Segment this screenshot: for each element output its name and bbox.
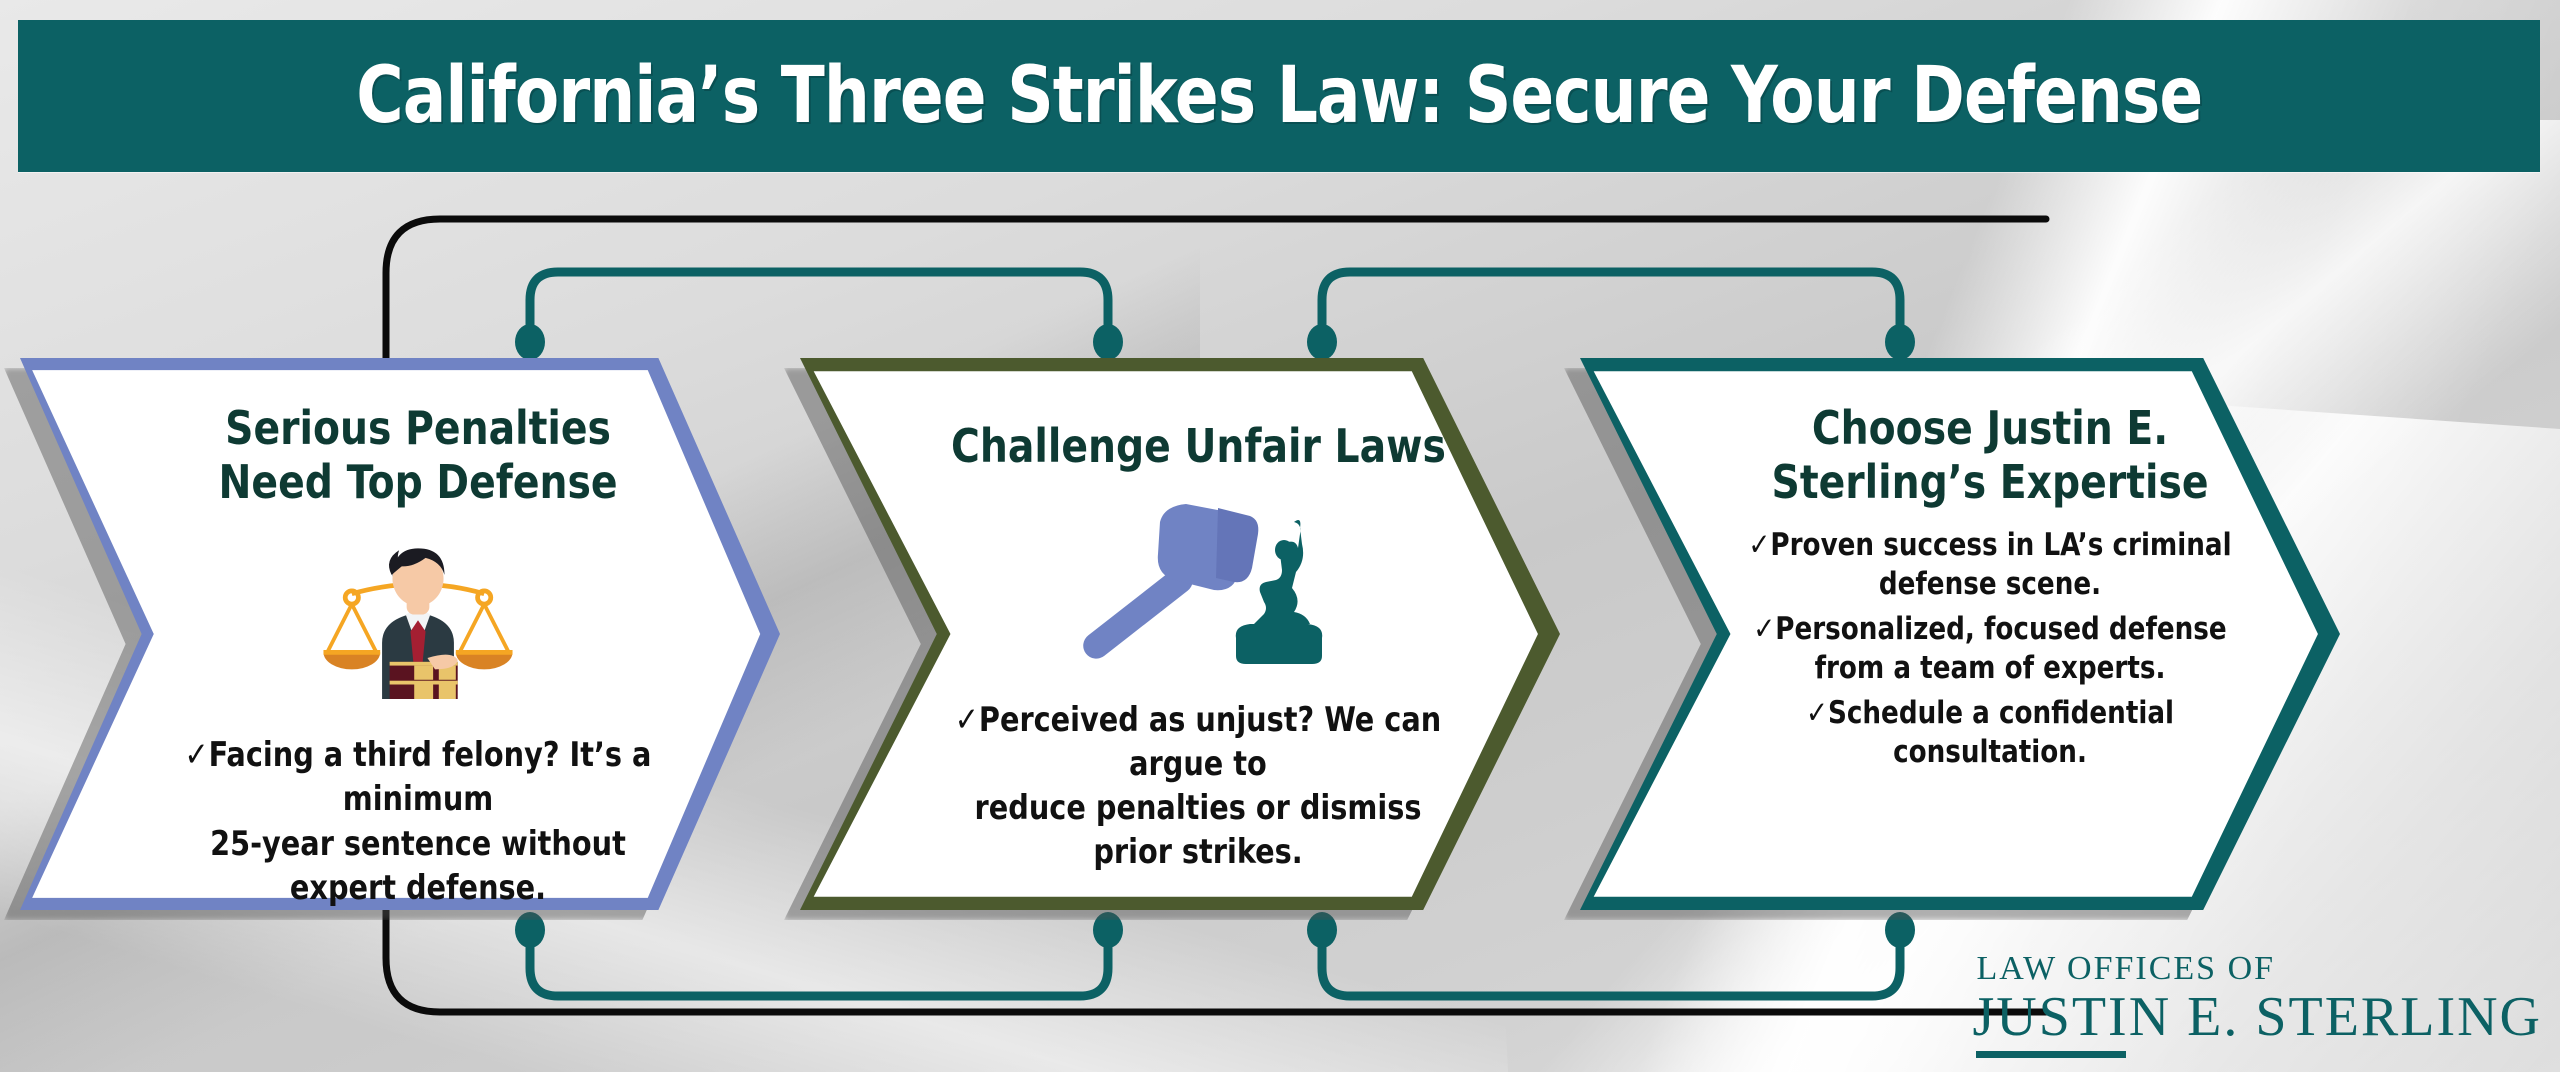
connector-dot [1885, 912, 1915, 948]
check-icon: ✓ [954, 699, 979, 740]
connector-dot [1093, 324, 1123, 360]
list-item: ✓Personalized, focused defense from a te… [1727, 610, 2253, 688]
bullet-line-1: Facing a third felony? It’s a minimum [208, 735, 652, 820]
connector-dot [1093, 912, 1123, 948]
title-line-2: Need Top Defense [218, 454, 618, 509]
bullet-line-1: Proven success in LA’s criminal [1770, 526, 2232, 563]
connector-top-2 [1317, 267, 1905, 343]
bullet-line-2: reduce penalties or dismiss prior strike… [974, 788, 1422, 873]
bullet-line-1: Personalized, focused defense [1775, 610, 2227, 647]
step-card-choose-justin-sterling[interactable]: Choose Justin E. Sterling’s Expertise ✓P… [1564, 358, 2340, 920]
connector-top-1 [525, 267, 1113, 343]
check-icon: ✓ [184, 735, 209, 776]
bullet-line-2: defense scene. [1878, 565, 2102, 602]
title-line-2: Sterling’s Expertise [1771, 454, 2209, 509]
logo-firm-name: JUSTIN E. STERLING [1972, 986, 2542, 1049]
step-card-challenge-unfair-laws[interactable]: Challenge Unfair Laws [784, 358, 1560, 920]
lawyer-with-scales-icon [323, 547, 513, 700]
title-line-1: Challenge Unfair Laws [950, 419, 1446, 473]
step-card-title: Serious Penalties Need Top Defense [218, 401, 618, 510]
step-card-title: Challenge Unfair Laws [950, 419, 1446, 474]
list-item: ✓Schedule a confidential consultation. [1727, 694, 2253, 772]
connector-bottom-2 [1317, 929, 1905, 1001]
law-firm-logo[interactable]: LAW OFFICES OF JUSTIN E. STERLING [1972, 950, 2542, 1058]
logo-eyebrow: LAW OFFICES OF [1976, 950, 2276, 988]
connector-bottom-1 [525, 929, 1113, 1001]
connector-dot [1885, 324, 1915, 360]
title-line-1: Serious Penalties [225, 401, 611, 455]
check-icon: ✓ [1805, 694, 1828, 731]
bullet-line-2: from a team of experts. [1814, 649, 2166, 686]
step-card-bullets: ✓Proven success in LA’s criminal defense… [1727, 526, 2253, 778]
step-card-bullets: ✓Facing a third felony? It’s a minimum 2… [155, 733, 681, 910]
bullet-line-1: Schedule a confidential consultation. [1827, 694, 2175, 770]
bullet-line-1: Perceived as unjust? We can argue to [978, 699, 1442, 784]
connector-dot [515, 912, 545, 948]
gavel-and-justice-statue-icon [1083, 503, 1323, 664]
logo-underline-rule [1976, 1051, 2127, 1058]
page-title: California’s Three Strikes Law: Secure Y… [355, 51, 2203, 141]
step-card-serious-penalties[interactable]: Serious Penalties Need Top Defense [4, 358, 780, 920]
check-icon: ✓ [1748, 526, 1771, 563]
connector-dot [1307, 324, 1337, 360]
connector-dot [515, 324, 545, 360]
check-icon: ✓ [1753, 610, 1776, 647]
step-card-bullets: ✓Perceived as unjust? We can argue to re… [935, 698, 1461, 875]
bullet-line-2: 25-year sentence without expert defense. [210, 823, 626, 908]
list-item: ✓Perceived as unjust? We can argue to re… [935, 698, 1461, 875]
list-item: ✓Proven success in LA’s criminal defense… [1727, 526, 2253, 604]
list-item: ✓Facing a third felony? It’s a minimum 2… [155, 733, 681, 910]
connector-dot [1307, 912, 1337, 948]
header-banner: California’s Three Strikes Law: Secure Y… [18, 20, 2540, 172]
title-line-1: Choose Justin E. [1811, 401, 2169, 455]
step-card-title: Choose Justin E. Sterling’s Expertise [1771, 401, 2209, 510]
